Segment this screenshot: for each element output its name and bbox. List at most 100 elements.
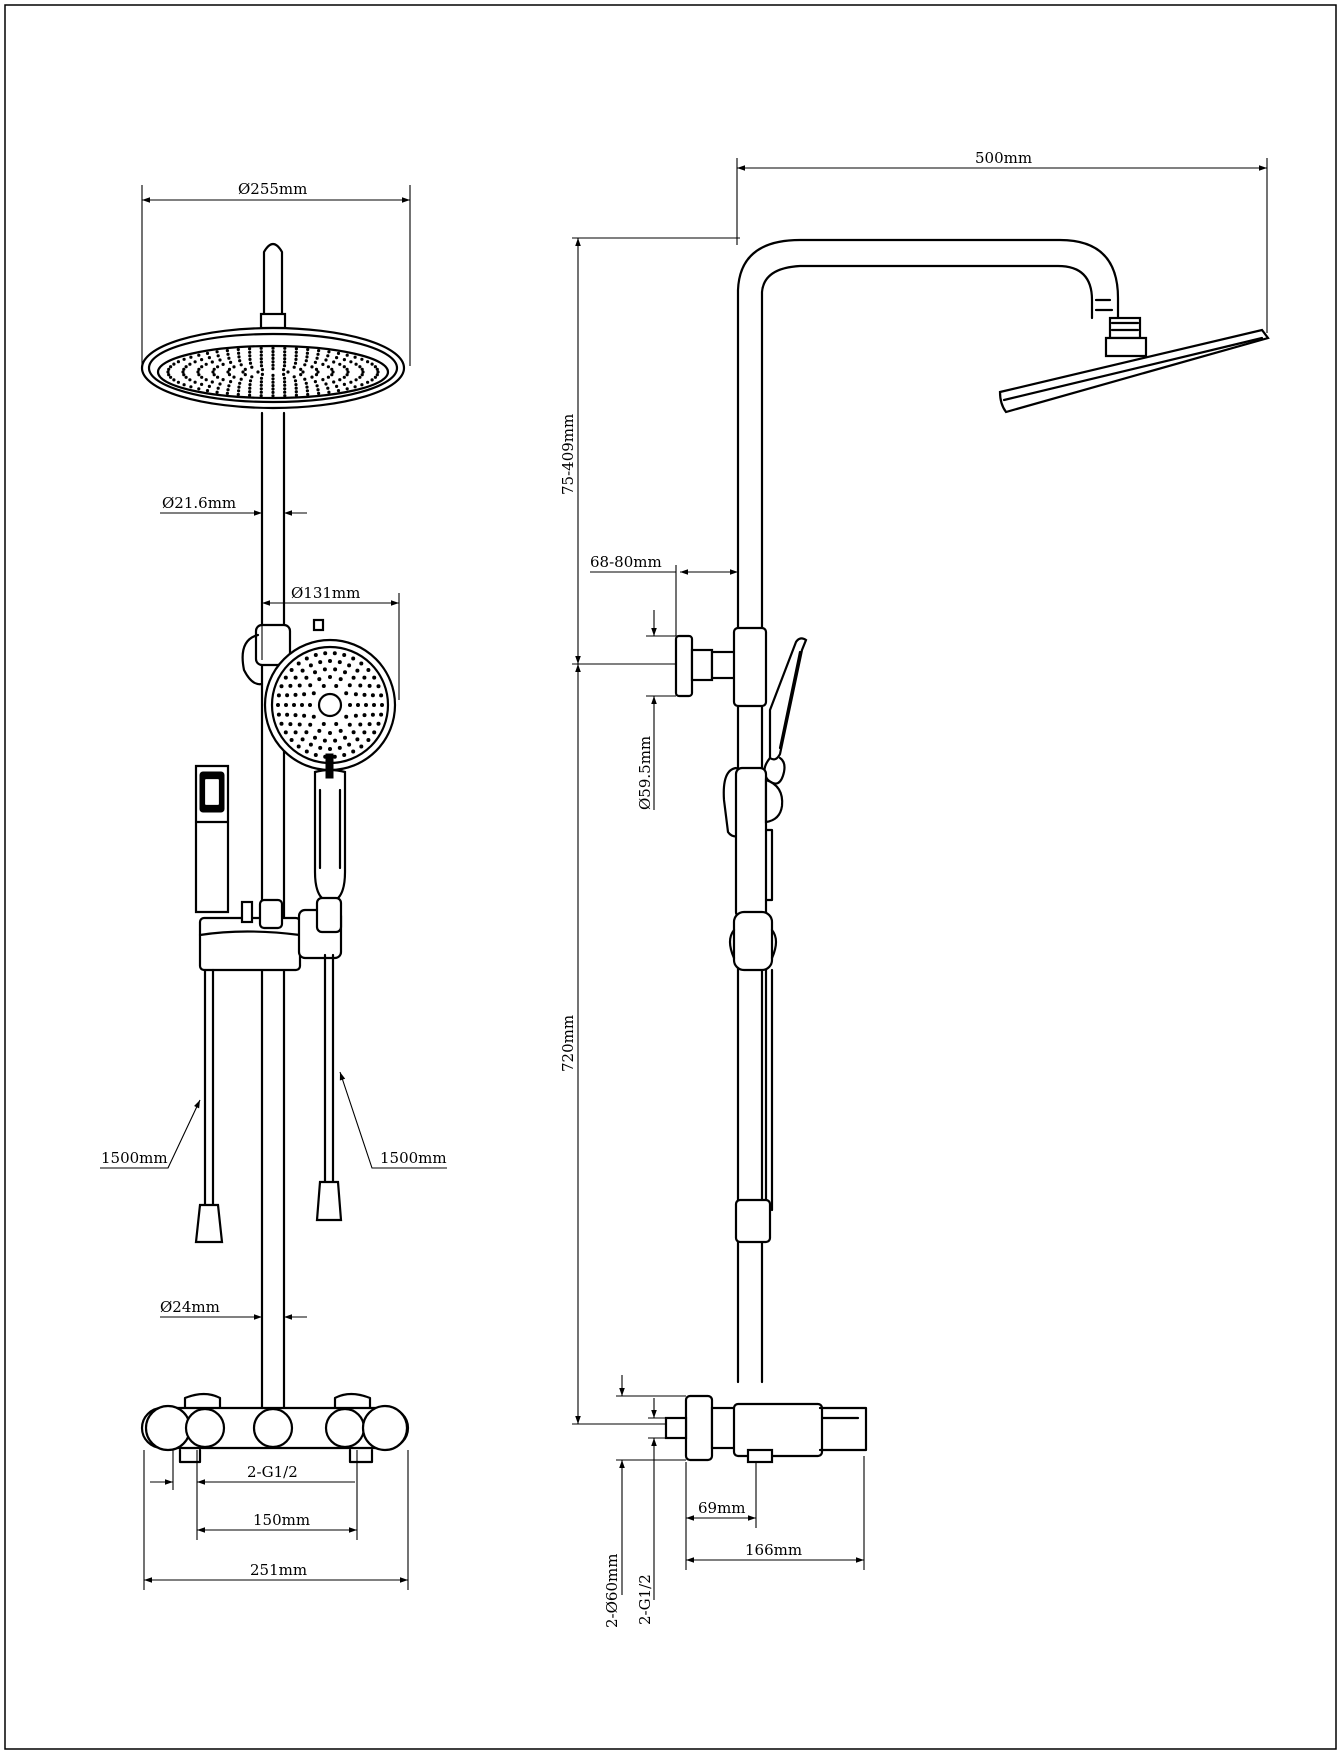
nozzle-dot [372, 730, 377, 735]
nozzle-dot [207, 356, 211, 360]
dim-bracket-diameter: Ø59.5mm [636, 610, 676, 810]
dim-mixer-depth: 166mm [686, 1456, 865, 1570]
nozzle-dot [366, 738, 371, 742]
nozzle-dot [324, 382, 328, 386]
label-hand-shower: Ø131mm [291, 584, 360, 602]
nozzle-dot [241, 370, 245, 374]
nozzle-dot [328, 747, 332, 751]
nozzle-dot [313, 653, 318, 657]
nozzle-dot [188, 362, 192, 366]
label-arm-reach: 500mm [975, 149, 1032, 167]
nozzle-dot [299, 367, 303, 371]
nozzle-dot [282, 364, 287, 368]
nozzle-dot [351, 656, 356, 661]
nozzle-dot [332, 651, 337, 656]
nozzle-dot [355, 737, 360, 742]
nozzle-dot [259, 357, 263, 361]
front-head-connector [259, 312, 287, 330]
nozzle-dot [283, 357, 287, 361]
nozzle-dot [326, 375, 330, 379]
nozzle-dot [248, 361, 253, 365]
nozzle-dot [197, 353, 201, 357]
nozzle-dot [336, 389, 341, 393]
nozzle-dot [283, 350, 287, 354]
nozzle-dot [259, 383, 263, 387]
dim-inlet-depth: 69mm [685, 1462, 757, 1570]
nozzle-dot [276, 693, 281, 698]
nozzle-dot [343, 670, 347, 675]
front-slide-bracket-top [241, 618, 325, 686]
nozzle-dot [321, 722, 326, 726]
label-lower-height: 720mm [559, 1015, 577, 1072]
nozzle-dot [334, 684, 339, 688]
nozzle-dot [176, 380, 180, 384]
nozzle-dot [271, 353, 275, 357]
nozzle-dot [181, 370, 185, 374]
dim-hand-shower: Ø131mm [261, 584, 400, 700]
nozzle-dot [308, 703, 312, 707]
nozzle-dot [182, 373, 186, 377]
nozzle-dot [308, 722, 313, 727]
nozzle-dot [379, 712, 384, 717]
nozzle-dot [250, 365, 254, 369]
nozzle-dot [207, 384, 211, 388]
nozzle-dot [248, 383, 252, 387]
nozzle-dot [169, 365, 173, 369]
nozzle-dot [271, 356, 275, 360]
front-top-stub [262, 242, 284, 320]
dim-hose-right: 1500mm [339, 1071, 447, 1169]
nozzle-dot [271, 346, 275, 350]
nozzle-dot [344, 691, 349, 696]
nozzle-dot [353, 385, 357, 389]
nozzle-dot [248, 386, 252, 390]
nozzle-dot [226, 352, 230, 356]
side-view: 500mm 75-409mm 68-80mm [559, 149, 1270, 1628]
nozzle-dot [336, 351, 341, 355]
nozzle-dot [182, 357, 186, 361]
nozzle-dot [349, 360, 353, 364]
nozzle-dot [364, 703, 368, 707]
nozzle-dot [367, 683, 372, 688]
nozzle-dot [286, 370, 290, 374]
nozzle-dot [238, 381, 242, 385]
nozzle-dot [210, 360, 214, 364]
nozzle-dot [212, 373, 216, 377]
nozzle-dot [226, 370, 230, 374]
side-slide-clamp [728, 910, 778, 972]
label-inlet-thread: 2-G1/2 [247, 1463, 298, 1481]
nozzle-dot [189, 355, 193, 359]
nozzle-dot [313, 735, 317, 740]
nozzle-dot [239, 363, 243, 367]
nozzle-dot [294, 347, 298, 351]
nozzle-dot [360, 383, 364, 387]
nozzle-dot [376, 684, 381, 689]
nozzle-dot [316, 388, 320, 392]
nozzle-dot [237, 389, 241, 393]
nozzle-dot [347, 722, 352, 727]
label-hose-left: 1500mm [101, 1149, 168, 1167]
nozzle-dot [351, 675, 356, 680]
nozzle-dot [293, 379, 298, 383]
nozzle-dot [342, 358, 346, 362]
nozzle-dot [362, 730, 367, 735]
nozzle-dot [338, 378, 342, 382]
nozzle-dot [225, 391, 229, 395]
nozzle-dot [342, 753, 347, 757]
nozzle-dot [285, 712, 290, 717]
nozzle-dot [211, 370, 215, 374]
nozzle-dot [304, 359, 308, 363]
nozzle-dot [200, 382, 204, 386]
nozzle-dot [334, 722, 339, 726]
nozzle-dot [311, 691, 316, 696]
nozzle-dot [271, 394, 275, 398]
nozzle-dot [337, 660, 342, 665]
nozzle-dot [197, 387, 201, 391]
nozzle-dot [333, 667, 338, 672]
nozzle-dot [289, 668, 294, 672]
nozzle-dot [259, 394, 263, 398]
nozzle-dot [248, 393, 252, 397]
nozzle-dot [259, 387, 263, 391]
nozzle-dot [260, 368, 264, 372]
dim-escutcheon: 2-Ø60mm [603, 1375, 686, 1628]
nozzle-dot [259, 350, 263, 354]
